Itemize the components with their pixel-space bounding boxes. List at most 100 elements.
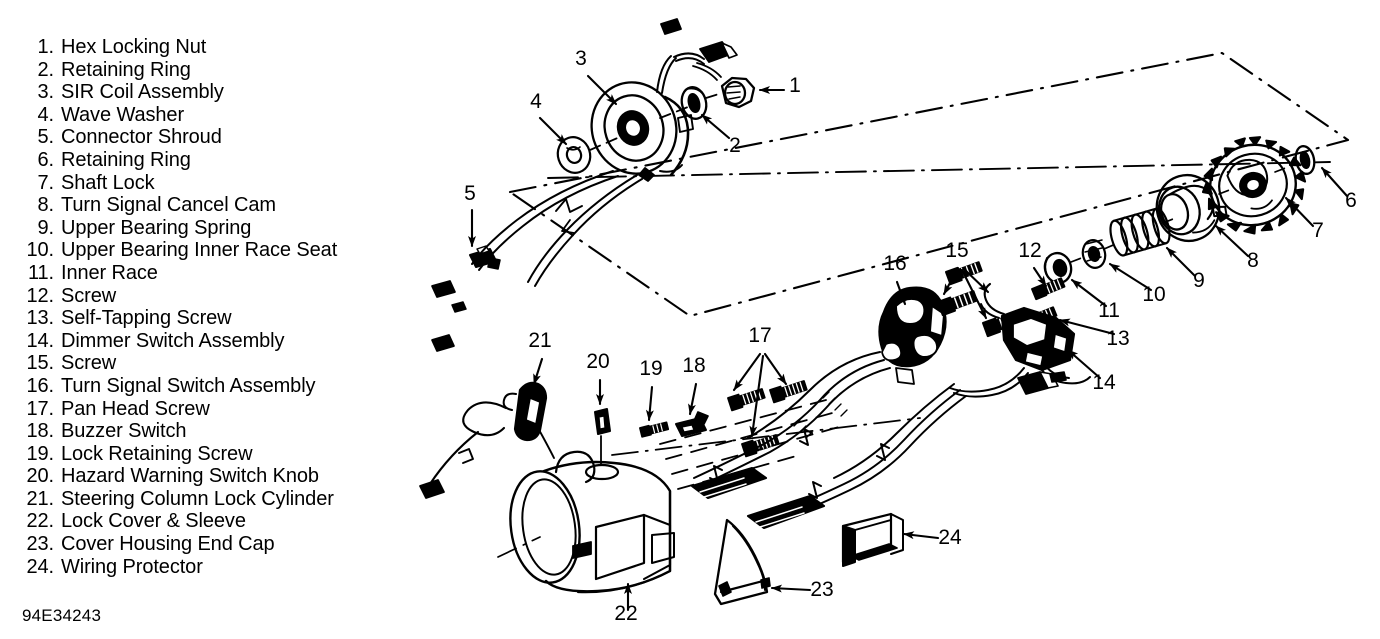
callout-number-hazard-warning-switch-knob: 20 [586,350,609,373]
callout-number-hex-locking-nut: 1 [789,74,801,97]
legend-item: 15.Screw [18,352,408,375]
legend-item-number: 8. [37,194,55,217]
reference-plane-chainline [508,51,1350,318]
leader-9 [1165,246,1197,278]
legend-item-label: Screw [61,284,117,307]
legend-item-label: Steering Column Lock Cylinder [61,487,334,510]
part-steering-column-lock-cylinder [502,381,555,459]
legend-item: 2.Retaining Ring [18,59,408,82]
leader-17c [749,354,765,438]
legend-item: 20.Hazard Warning Switch Knob [18,465,408,488]
legend-item: 18.Buzzer Switch [18,420,408,443]
part-pan-head-screw [727,380,808,458]
leader-23 [770,584,812,593]
leader-15a [942,266,960,296]
leader-15b [961,266,990,294]
callout-number-dimmer-switch-assembly: 14 [1092,371,1116,394]
part-retaining-ring-upper [680,86,708,120]
leader-2 [700,113,731,140]
callout-number-lock-retaining-screw: 19 [639,357,662,380]
legend-item-label: Lock Retaining Screw [61,442,253,465]
leader-17b [763,352,788,386]
legend-item-number: 19. [26,442,54,465]
legend-item-number: 10. [26,239,54,262]
legend-item-label: Retaining Ring [61,58,191,81]
legend-item: 12. Screw [18,285,408,308]
part-upper-bearing-spring [1109,207,1171,257]
callout-number-self-tapping-screw: 13 [1106,327,1129,350]
legend-item-number: 16. [26,374,54,397]
part-lock-cover-and-sleeve [497,450,675,594]
legend-item: 21. Steering Column Lock Cylinder [18,488,408,511]
callout-number-turn-signal-switch-assembly: 16 [883,252,906,275]
legend-item-number: 24. [26,555,54,578]
callout-number-steering-column-lock-cylinder: 21 [528,329,551,352]
part-screw-12 [1031,277,1066,301]
legend-item-label: Screw [61,352,117,375]
legend-item: 14. Dimmer Switch Assembly [18,330,408,353]
leader-18 [688,382,698,416]
part-buzzer-switch [675,411,709,437]
sir-coil-pigtail-wires [656,18,738,94]
legend-item: 10.Upper Bearing Inner Race Seat [18,239,408,262]
legend-item-number: 7. [37,171,55,194]
ribbon-terminal-pads [690,466,826,533]
callout-number-buzzer-switch: 18 [682,354,705,377]
legend-item-label: SIR Coil Assembly [61,81,224,104]
legend-item-number: 14. [26,329,54,352]
legend-item: 16. Turn Signal Switch Assembly [18,375,408,398]
leader-6 [1320,166,1349,198]
legend-item: 22. Lock Cover & Sleeve [18,510,408,533]
part-lock-retaining-screw [639,421,670,438]
legend-item-number: 12. [26,284,54,307]
legend-item: 4. Wave Washer [18,104,408,127]
part-turn-signal-switch-assembly [878,286,947,385]
callout-number-wave-washer: 4 [530,90,542,113]
leader-7 [1284,196,1315,228]
legend-item-label: Self-Tapping Screw [61,307,232,330]
lock-cylinder-wire-lead [419,401,508,499]
callout-number-lock-cover-and-sleeve: 22 [614,602,637,625]
leader-8 [1214,224,1250,258]
legend-item-label: Shaft Lock [61,171,155,194]
leader-3 [586,74,618,106]
legend-item-label: Connector Shroud [61,126,222,149]
legend-item-number: 21. [26,487,54,510]
legend-item-label: Upper Bearing Spring [61,216,252,239]
legend-item-number: 3. [37,81,55,104]
leader-13 [1058,318,1116,336]
legend-item-label: Turn Signal Switch Assembly [61,374,316,397]
leader-11 [1070,278,1108,308]
callout-number-pan-head-screw: 17 [748,324,771,347]
leader-21 [532,357,544,386]
legend-item-number: 18. [26,420,54,443]
leader-15c [960,268,988,320]
legend-item: 5.Connector Shroud [18,126,408,149]
legend-item-label: Hazard Warning Switch Knob [61,465,319,488]
legend-item: 3. SIR Coil Assembly [18,81,408,104]
legend-item-label: Wave Washer [61,103,185,126]
legend-item-label: Hex Locking Nut [61,36,207,58]
callout-number-retaining-ring-upper: 2 [729,134,741,157]
legend-item-number: 4. [37,103,55,126]
leader-4 [538,116,568,146]
callout-number-shaft-lock: 7 [1312,219,1324,242]
part-turn-signal-cancel-cam [1155,173,1228,243]
legend-item: 13.Self-Tapping Screw [18,307,408,330]
legend-item-number: 1. [37,36,55,58]
legend-item: 17.Pan Head Screw [18,398,408,421]
leader-16 [895,280,907,306]
callout-number-inner-race: 11 [1098,299,1120,322]
legend-item-label: Lock Cover & Sleeve [61,510,246,533]
legend-item-number: 22. [26,510,54,533]
leader-12 [1032,266,1048,288]
legend-item: 19. Lock Retaining Screw [18,443,408,466]
legend-item: 11.Inner Race [18,262,408,285]
part-hazard-warning-switch-knob [594,408,611,465]
part-sir-coil-assembly [590,81,694,182]
upper-parts-axis-stub [589,92,723,151]
legend-item-label: Dimmer Switch Assembly [61,329,285,352]
upper-assembly-centerline [547,161,1331,179]
